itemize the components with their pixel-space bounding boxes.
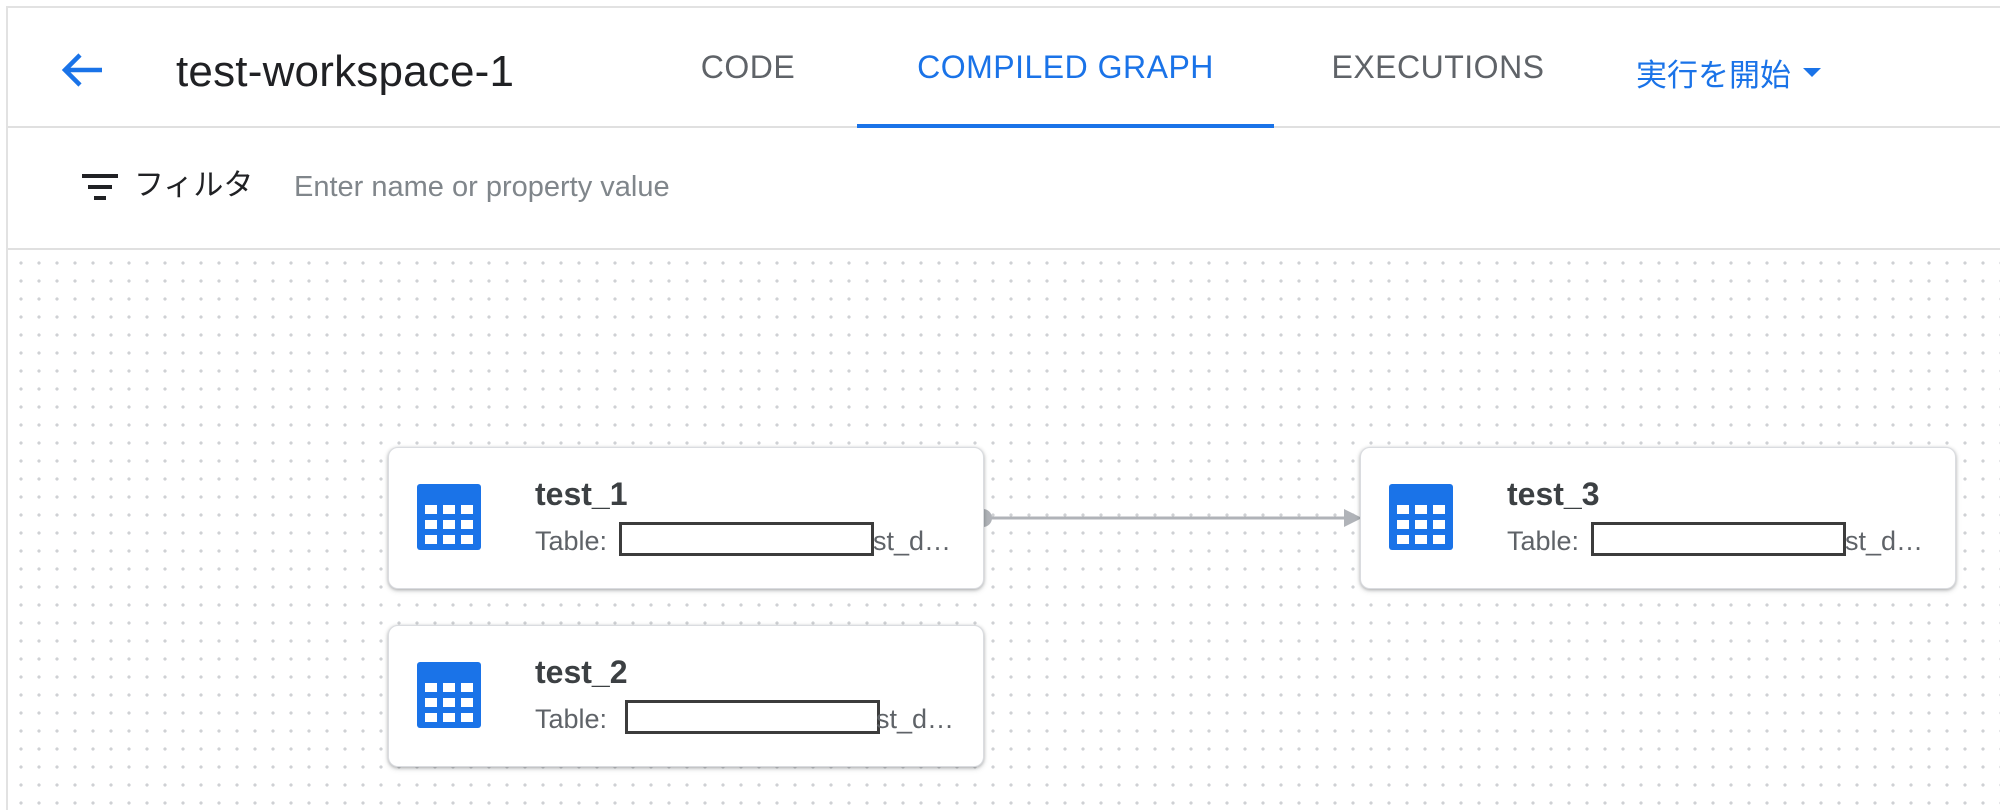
caret-down-icon: [1803, 67, 1821, 77]
graph-node-test-3[interactable]: test_3 Table: st_d…: [1360, 447, 1956, 589]
start-execution-label: 実行を開始: [1636, 57, 1791, 93]
node-target-tail: st_d…: [873, 526, 952, 556]
arrow-back-icon: [61, 53, 102, 87]
redacted-box: [625, 700, 880, 734]
filter-label: フィルタ: [134, 169, 254, 202]
back-button[interactable]: [54, 42, 110, 98]
node-name: test_3: [1507, 476, 1600, 512]
tab-compiled-graph[interactable]: COMPILED GRAPH: [917, 48, 1214, 85]
table-icon: [1389, 484, 1453, 550]
graph-node-test-1[interactable]: test_1 Table: st_d…: [388, 447, 984, 589]
graph-node-test-2[interactable]: test_2 Table: st_d…: [388, 625, 984, 767]
redacted-box: [1591, 522, 1846, 556]
node-type-label: Table:: [535, 526, 608, 556]
active-tab-indicator: [857, 124, 1274, 128]
tab-executions[interactable]: EXECUTIONS: [1331, 48, 1545, 85]
filter-list-icon[interactable]: [82, 172, 118, 202]
filter-input[interactable]: [292, 162, 1196, 212]
page-title: test-workspace-1: [176, 47, 515, 96]
table-icon: [417, 484, 481, 550]
node-type-label: Table:: [535, 704, 608, 734]
node-name: test_1: [535, 476, 628, 512]
workspace-header: test-workspace-1 CODE COMPILED GRAPH EXE…: [8, 8, 2000, 128]
start-execution-button[interactable]: 実行を開始: [1636, 44, 1821, 100]
node-target-tail: st_d…: [876, 704, 955, 734]
filter-bar: フィルタ: [8, 128, 2000, 250]
redacted-box: [619, 522, 874, 556]
node-name: test_2: [535, 654, 628, 690]
table-icon: [417, 662, 481, 728]
node-type-label: Table:: [1507, 526, 1580, 556]
tab-code[interactable]: CODE: [700, 48, 796, 85]
node-target-tail: st_d…: [1845, 526, 1924, 556]
